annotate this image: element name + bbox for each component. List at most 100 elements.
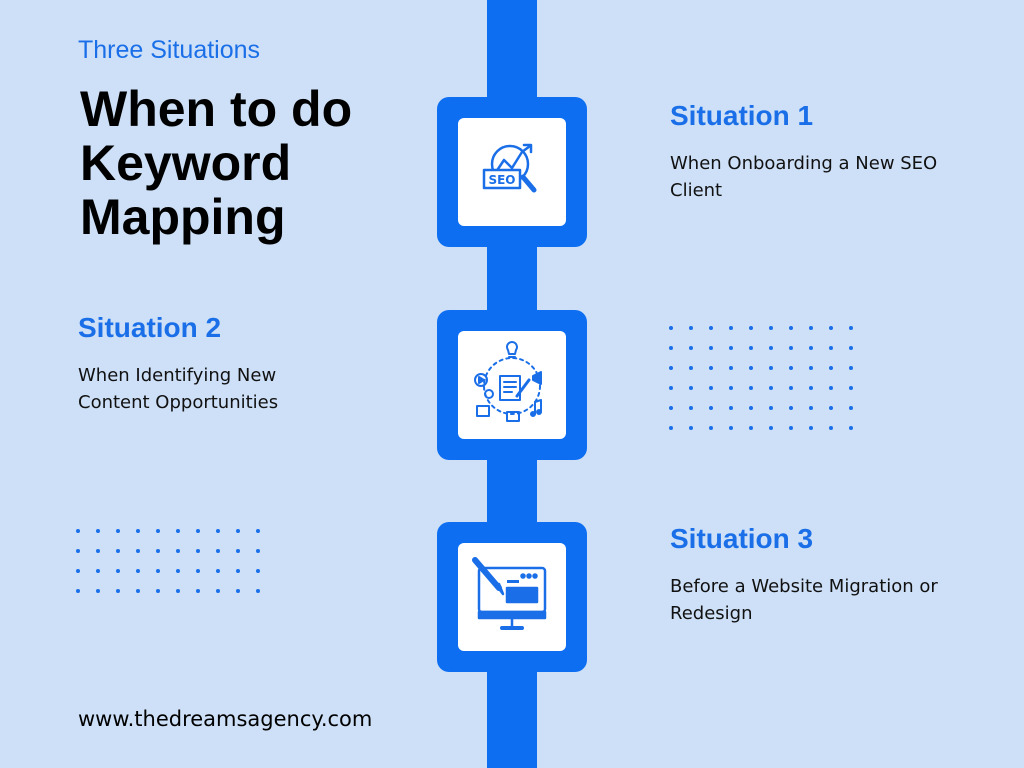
decorative-dot <box>116 529 120 533</box>
icon-card: SEO <box>458 118 566 226</box>
situation-1-description: When Onboarding a New SEO Client <box>670 153 938 201</box>
decorative-dot <box>116 569 120 573</box>
decorative-dot <box>789 426 793 430</box>
decorative-dot <box>96 569 100 573</box>
decorative-dot <box>669 326 673 330</box>
decorative-dot <box>809 346 813 350</box>
web-design-monitor-icon <box>472 557 547 630</box>
situation-2-description: When Identifying New Content Opportuniti… <box>78 365 279 413</box>
page-title: When to do Keyword Mapping <box>80 81 353 245</box>
decorative-dot <box>176 569 180 573</box>
decorative-dot <box>829 346 833 350</box>
decorative-dot <box>96 589 100 593</box>
decorative-dot <box>729 426 733 430</box>
footer-website: www.thedreamsagency.com <box>78 707 373 731</box>
decorative-dot <box>96 529 100 533</box>
seo-analytics-icon: SEO <box>482 143 537 193</box>
decorative-dot <box>849 346 853 350</box>
decorative-dot <box>236 589 240 593</box>
decorative-dot <box>76 549 80 553</box>
decorative-dot <box>156 589 160 593</box>
situation-3-heading: Situation 3 <box>670 523 814 554</box>
decorative-dot <box>216 549 220 553</box>
decorative-dot <box>829 386 833 390</box>
decorative-dot <box>809 406 813 410</box>
dot-grid-right <box>669 326 853 430</box>
decorative-dot <box>809 426 813 430</box>
decorative-dot <box>116 549 120 553</box>
seo-badge-text: SEO <box>488 173 515 187</box>
decorative-dot <box>709 326 713 330</box>
decorative-dot <box>136 529 140 533</box>
decorative-dot <box>256 569 260 573</box>
decorative-dot <box>749 366 753 370</box>
decorative-dot <box>769 366 773 370</box>
decorative-dot <box>729 366 733 370</box>
situation-3-description: Before a Website Migration or Redesign <box>670 576 938 624</box>
decorative-dot <box>749 326 753 330</box>
timeline-node-2 <box>437 310 587 460</box>
decorative-dot <box>689 386 693 390</box>
icon-card <box>458 331 566 439</box>
decorative-dot <box>749 426 753 430</box>
decorative-dot <box>809 326 813 330</box>
decorative-dot <box>749 386 753 390</box>
decorative-dot <box>176 549 180 553</box>
decorative-dot <box>256 529 260 533</box>
decorative-dot <box>709 366 713 370</box>
decorative-dot <box>156 549 160 553</box>
decorative-dot <box>749 406 753 410</box>
decorative-dot <box>849 366 853 370</box>
decorative-dot <box>176 529 180 533</box>
decorative-dot <box>136 549 140 553</box>
decorative-dot <box>136 589 140 593</box>
decorative-dot <box>689 346 693 350</box>
decorative-dot <box>769 346 773 350</box>
decorative-dot <box>709 406 713 410</box>
decorative-dot <box>96 549 100 553</box>
decorative-dot <box>669 386 673 390</box>
decorative-dot <box>829 406 833 410</box>
content-ideas-icon <box>474 341 542 422</box>
decorative-dot <box>156 569 160 573</box>
decorative-dot <box>196 589 200 593</box>
decorative-dot <box>849 386 853 390</box>
decorative-dot <box>116 589 120 593</box>
decorative-dot <box>789 406 793 410</box>
decorative-dot <box>769 326 773 330</box>
decorative-dot <box>789 386 793 390</box>
decorative-dot <box>849 426 853 430</box>
timeline-node-1: SEO <box>437 97 587 247</box>
decorative-dot <box>689 366 693 370</box>
decorative-dot <box>729 406 733 410</box>
decorative-dot <box>809 366 813 370</box>
decorative-dot <box>669 406 673 410</box>
decorative-dot <box>689 426 693 430</box>
decorative-dot <box>669 346 673 350</box>
decorative-dot <box>236 529 240 533</box>
decorative-dot <box>829 426 833 430</box>
decorative-dot <box>849 326 853 330</box>
decorative-dot <box>709 426 713 430</box>
decorative-dot <box>809 386 813 390</box>
decorative-dot <box>76 589 80 593</box>
decorative-dot <box>749 346 753 350</box>
decorative-dot <box>196 549 200 553</box>
decorative-dot <box>76 569 80 573</box>
icon-card <box>458 543 566 651</box>
timeline-node-3 <box>437 522 587 672</box>
decorative-dot <box>849 406 853 410</box>
decorative-dot <box>136 569 140 573</box>
decorative-dot <box>156 529 160 533</box>
decorative-dot <box>236 569 240 573</box>
decorative-dot <box>76 529 80 533</box>
decorative-dot <box>729 386 733 390</box>
decorative-dot <box>789 346 793 350</box>
situation-2-heading: Situation 2 <box>78 312 222 343</box>
decorative-dot <box>689 326 693 330</box>
decorative-dot <box>769 386 773 390</box>
decorative-dot <box>709 346 713 350</box>
decorative-dot <box>789 366 793 370</box>
decorative-dot <box>729 346 733 350</box>
dot-grid-left <box>76 529 260 593</box>
